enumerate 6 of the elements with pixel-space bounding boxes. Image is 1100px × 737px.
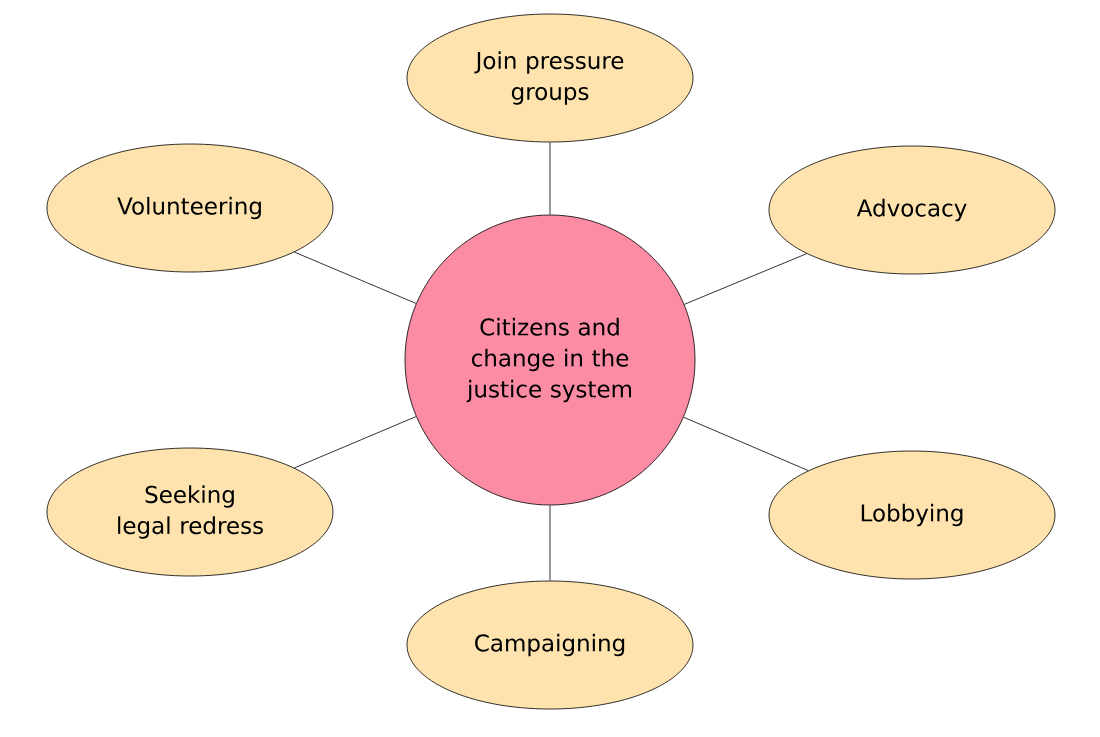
connector-line — [683, 253, 807, 305]
connector-line — [549, 142, 551, 215]
connector-line — [294, 251, 417, 304]
connector-line — [683, 416, 809, 471]
connector-line — [549, 505, 551, 581]
connector-line — [294, 416, 417, 469]
